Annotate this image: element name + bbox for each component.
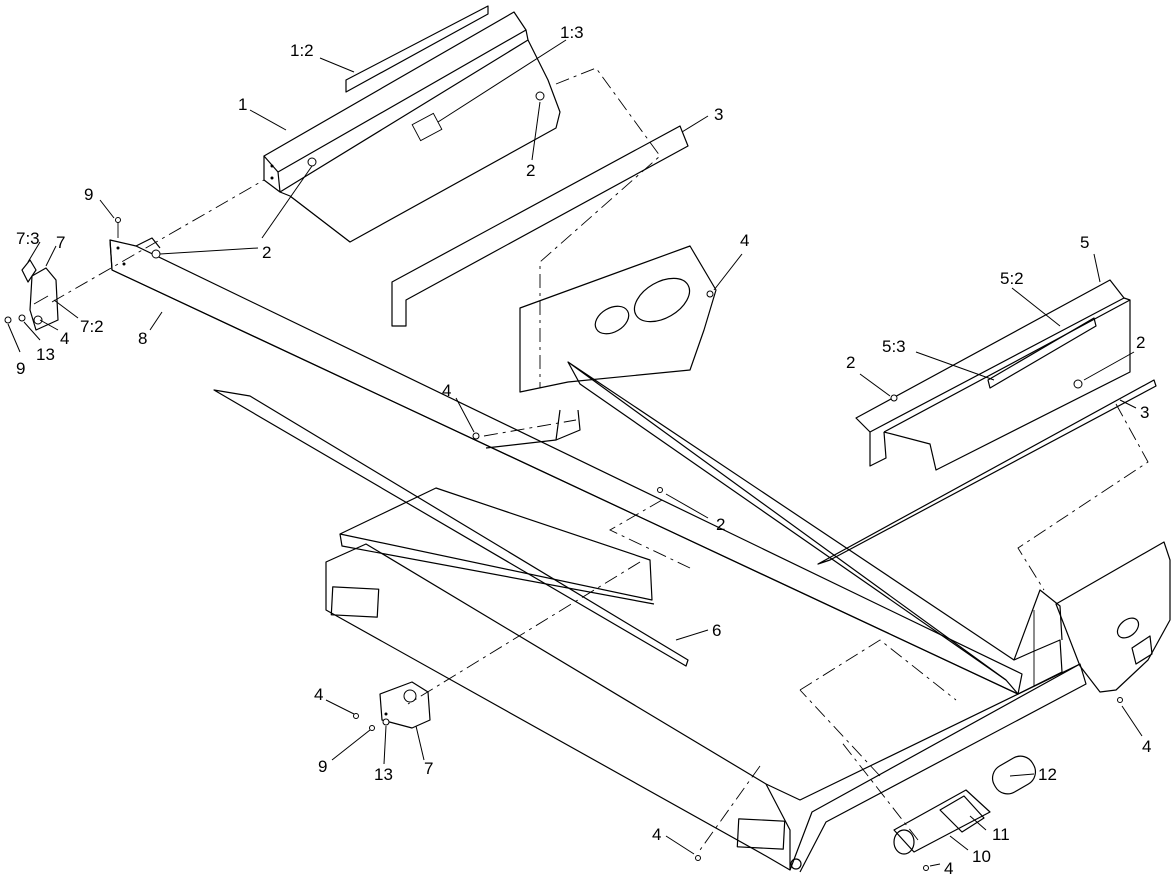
callout-1-3: 1:3 (560, 23, 584, 42)
callout-13-left: 13 (36, 345, 55, 364)
main-cross-channel (567, 361, 1063, 695)
callout-7-low: 7 (424, 759, 433, 778)
callout-13-low: 13 (374, 765, 393, 784)
callout-7-left: 7 (56, 233, 65, 252)
callout-7-3: 7:3 (16, 229, 40, 248)
part-8-long-channel (109, 237, 1023, 695)
callout-2-e: 2 (716, 515, 725, 534)
callout-5: 5 (1080, 233, 1089, 252)
callout-1: 1 (238, 95, 247, 114)
part-10-11-12-tube (893, 755, 1037, 855)
part-3-top-strip (391, 125, 689, 327)
callout-9-low: 9 (318, 757, 327, 776)
callout-1-2: 1:2 (290, 41, 314, 60)
callout-4-mid: 4 (442, 381, 451, 400)
callout-4-bottom: 4 (652, 825, 661, 844)
part-7-lower-bracket (369, 681, 431, 731)
part-7-left-bracket (4, 259, 59, 331)
callout-3-top: 3 (714, 105, 723, 124)
callout-10: 10 (972, 847, 991, 866)
callout-4-upper: 4 (740, 231, 749, 250)
part-3-right-strip (817, 379, 1157, 565)
callout-9-left: 9 (16, 359, 25, 378)
callout-6: 6 (712, 621, 721, 640)
callout-5-2: 5:2 (1000, 269, 1024, 288)
callout-2-a: 2 (526, 161, 535, 180)
fasteners (115, 217, 1123, 871)
callout-9-top: 9 (84, 185, 93, 204)
leader-lines (7, 39, 1143, 867)
callout-5-3: 5:3 (882, 337, 906, 356)
callout-7-2: 7:2 (80, 317, 104, 336)
lower-box-panel (325, 487, 1087, 873)
callout-labels: 1:2 1:3 1 3 2 2 9 7:3 7 7:2 4 13 9 8 4 5… (16, 23, 1151, 877)
part-5-right-bracket (855, 279, 1131, 471)
right-side-plate (1055, 541, 1171, 693)
callout-4-bottom-right: 4 (944, 859, 953, 877)
callout-12: 12 (1038, 765, 1057, 784)
callout-11: 11 (992, 825, 1010, 844)
callout-4-lowleft: 4 (314, 685, 323, 704)
part-1-2-strip (345, 5, 489, 93)
center-plate-assembly (485, 245, 717, 449)
assembly-centerlines (51, 67, 1149, 851)
callout-2-d: 2 (1136, 333, 1145, 352)
callout-4-right: 4 (1142, 737, 1151, 756)
callout-2-b: 2 (262, 243, 271, 262)
callout-8: 8 (138, 329, 147, 348)
part-6-blade-strip (213, 389, 689, 667)
part-1-bracket (263, 11, 561, 243)
callout-2-c: 2 (846, 353, 855, 372)
callout-3-right: 3 (1140, 403, 1149, 422)
callout-4-left: 4 (60, 329, 69, 348)
